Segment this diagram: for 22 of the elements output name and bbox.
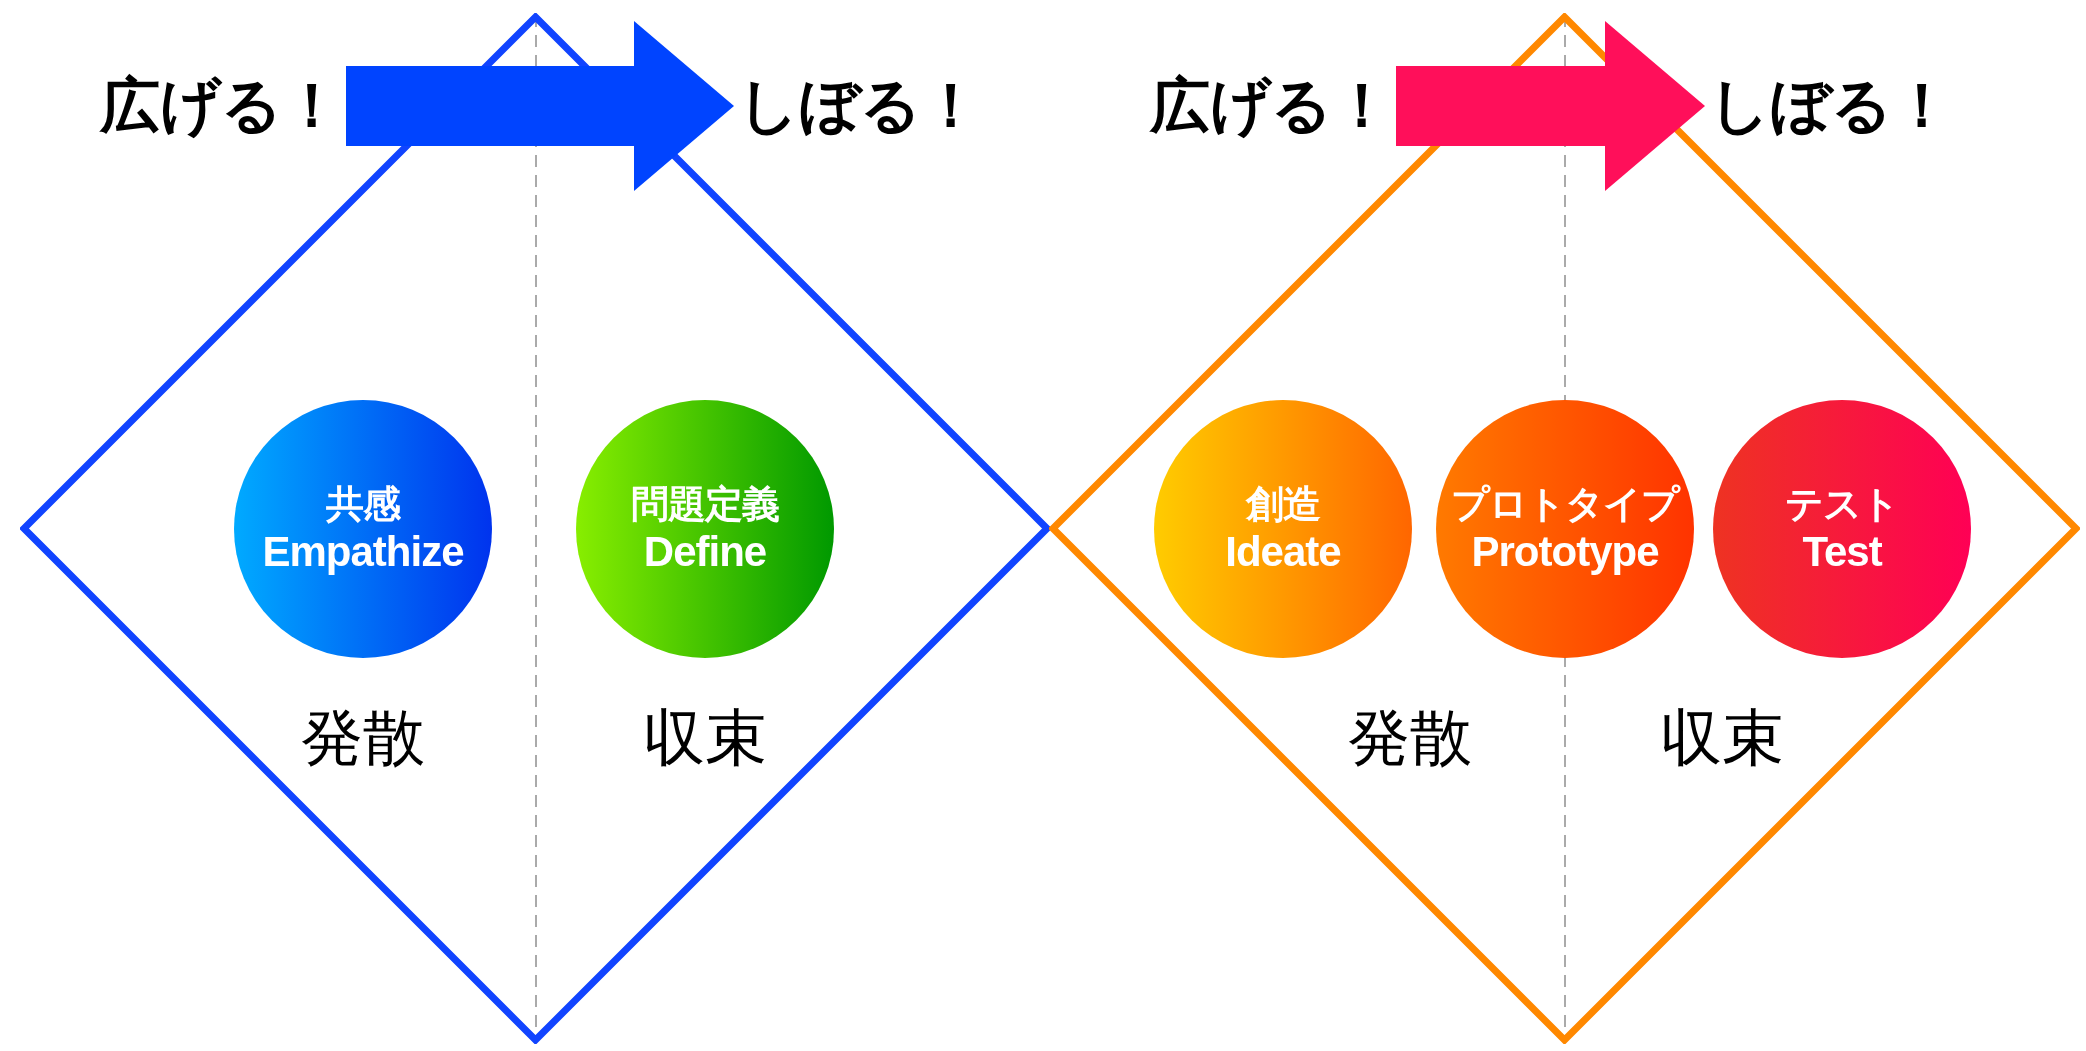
phase-name: Ideate (1225, 527, 1341, 577)
phase-title: テスト (1785, 482, 1899, 527)
arrow (1396, 21, 1705, 191)
phase-label: 発散 (301, 702, 425, 774)
phase-label: 発散 (1348, 702, 1472, 774)
phase-title: プロトタイプ (1451, 482, 1679, 527)
phase-title: 問題定義 (631, 482, 779, 527)
stage-heading: しぼる！ (1709, 70, 1952, 142)
phase-label: 収束 (643, 702, 767, 774)
arrow (346, 21, 734, 191)
diamond-outline (20, 13, 1051, 1044)
diamond-outline (1049, 13, 2080, 1044)
phase-title: 共感 (326, 482, 400, 527)
stage-heading: 広げる！ (100, 70, 342, 142)
stage-heading: 広げる！ (1150, 70, 1392, 142)
phase-name: Test (1802, 527, 1882, 577)
stage-heading: しぼる！ (738, 70, 981, 142)
phase-label: 収束 (1660, 702, 1784, 774)
phase-name: Prototype (1471, 527, 1659, 577)
phase-title: 創造 (1246, 482, 1320, 527)
phase-name: Empathize (262, 527, 464, 577)
phase-name: Define (643, 527, 767, 577)
